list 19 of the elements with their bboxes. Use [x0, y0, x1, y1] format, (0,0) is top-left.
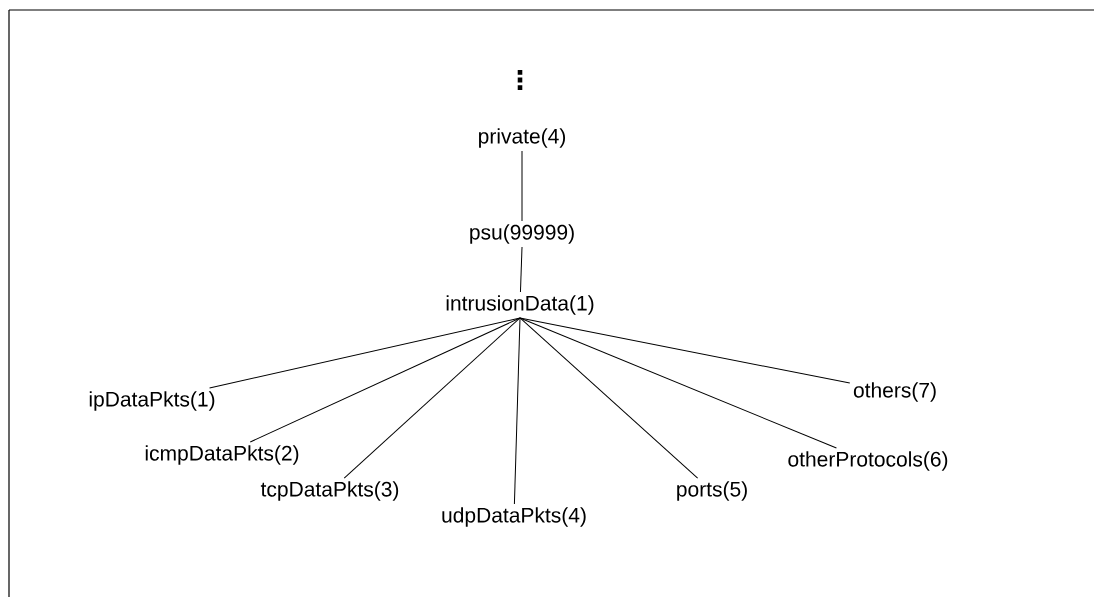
node-label: udpDataPkts(4) [442, 507, 586, 527]
connector-line [249, 317, 521, 443]
node-label: intrusionData(1) [446, 295, 594, 315]
connector-line [521, 150, 523, 222]
node-label: psu(99999) [470, 224, 574, 244]
node-label: others(7) [853, 382, 936, 402]
connector-line [513, 317, 521, 505]
node-label: ipDataPkts(1) [89, 391, 215, 411]
connector-line [519, 246, 523, 293]
node-label: ports(5) [677, 481, 747, 501]
ellipsis-mark: ⋮ [517, 69, 523, 91]
connector-line [519, 317, 699, 479]
connector-line [343, 317, 521, 479]
connector-line [519, 317, 837, 449]
connector-line [519, 317, 851, 384]
node-label: private(4) [479, 128, 566, 148]
node-label: icmpDataPkts(2) [145, 445, 299, 465]
node-label: tcpDataPkts(3) [260, 481, 399, 501]
node-label: otherProtocols(6) [788, 451, 948, 471]
